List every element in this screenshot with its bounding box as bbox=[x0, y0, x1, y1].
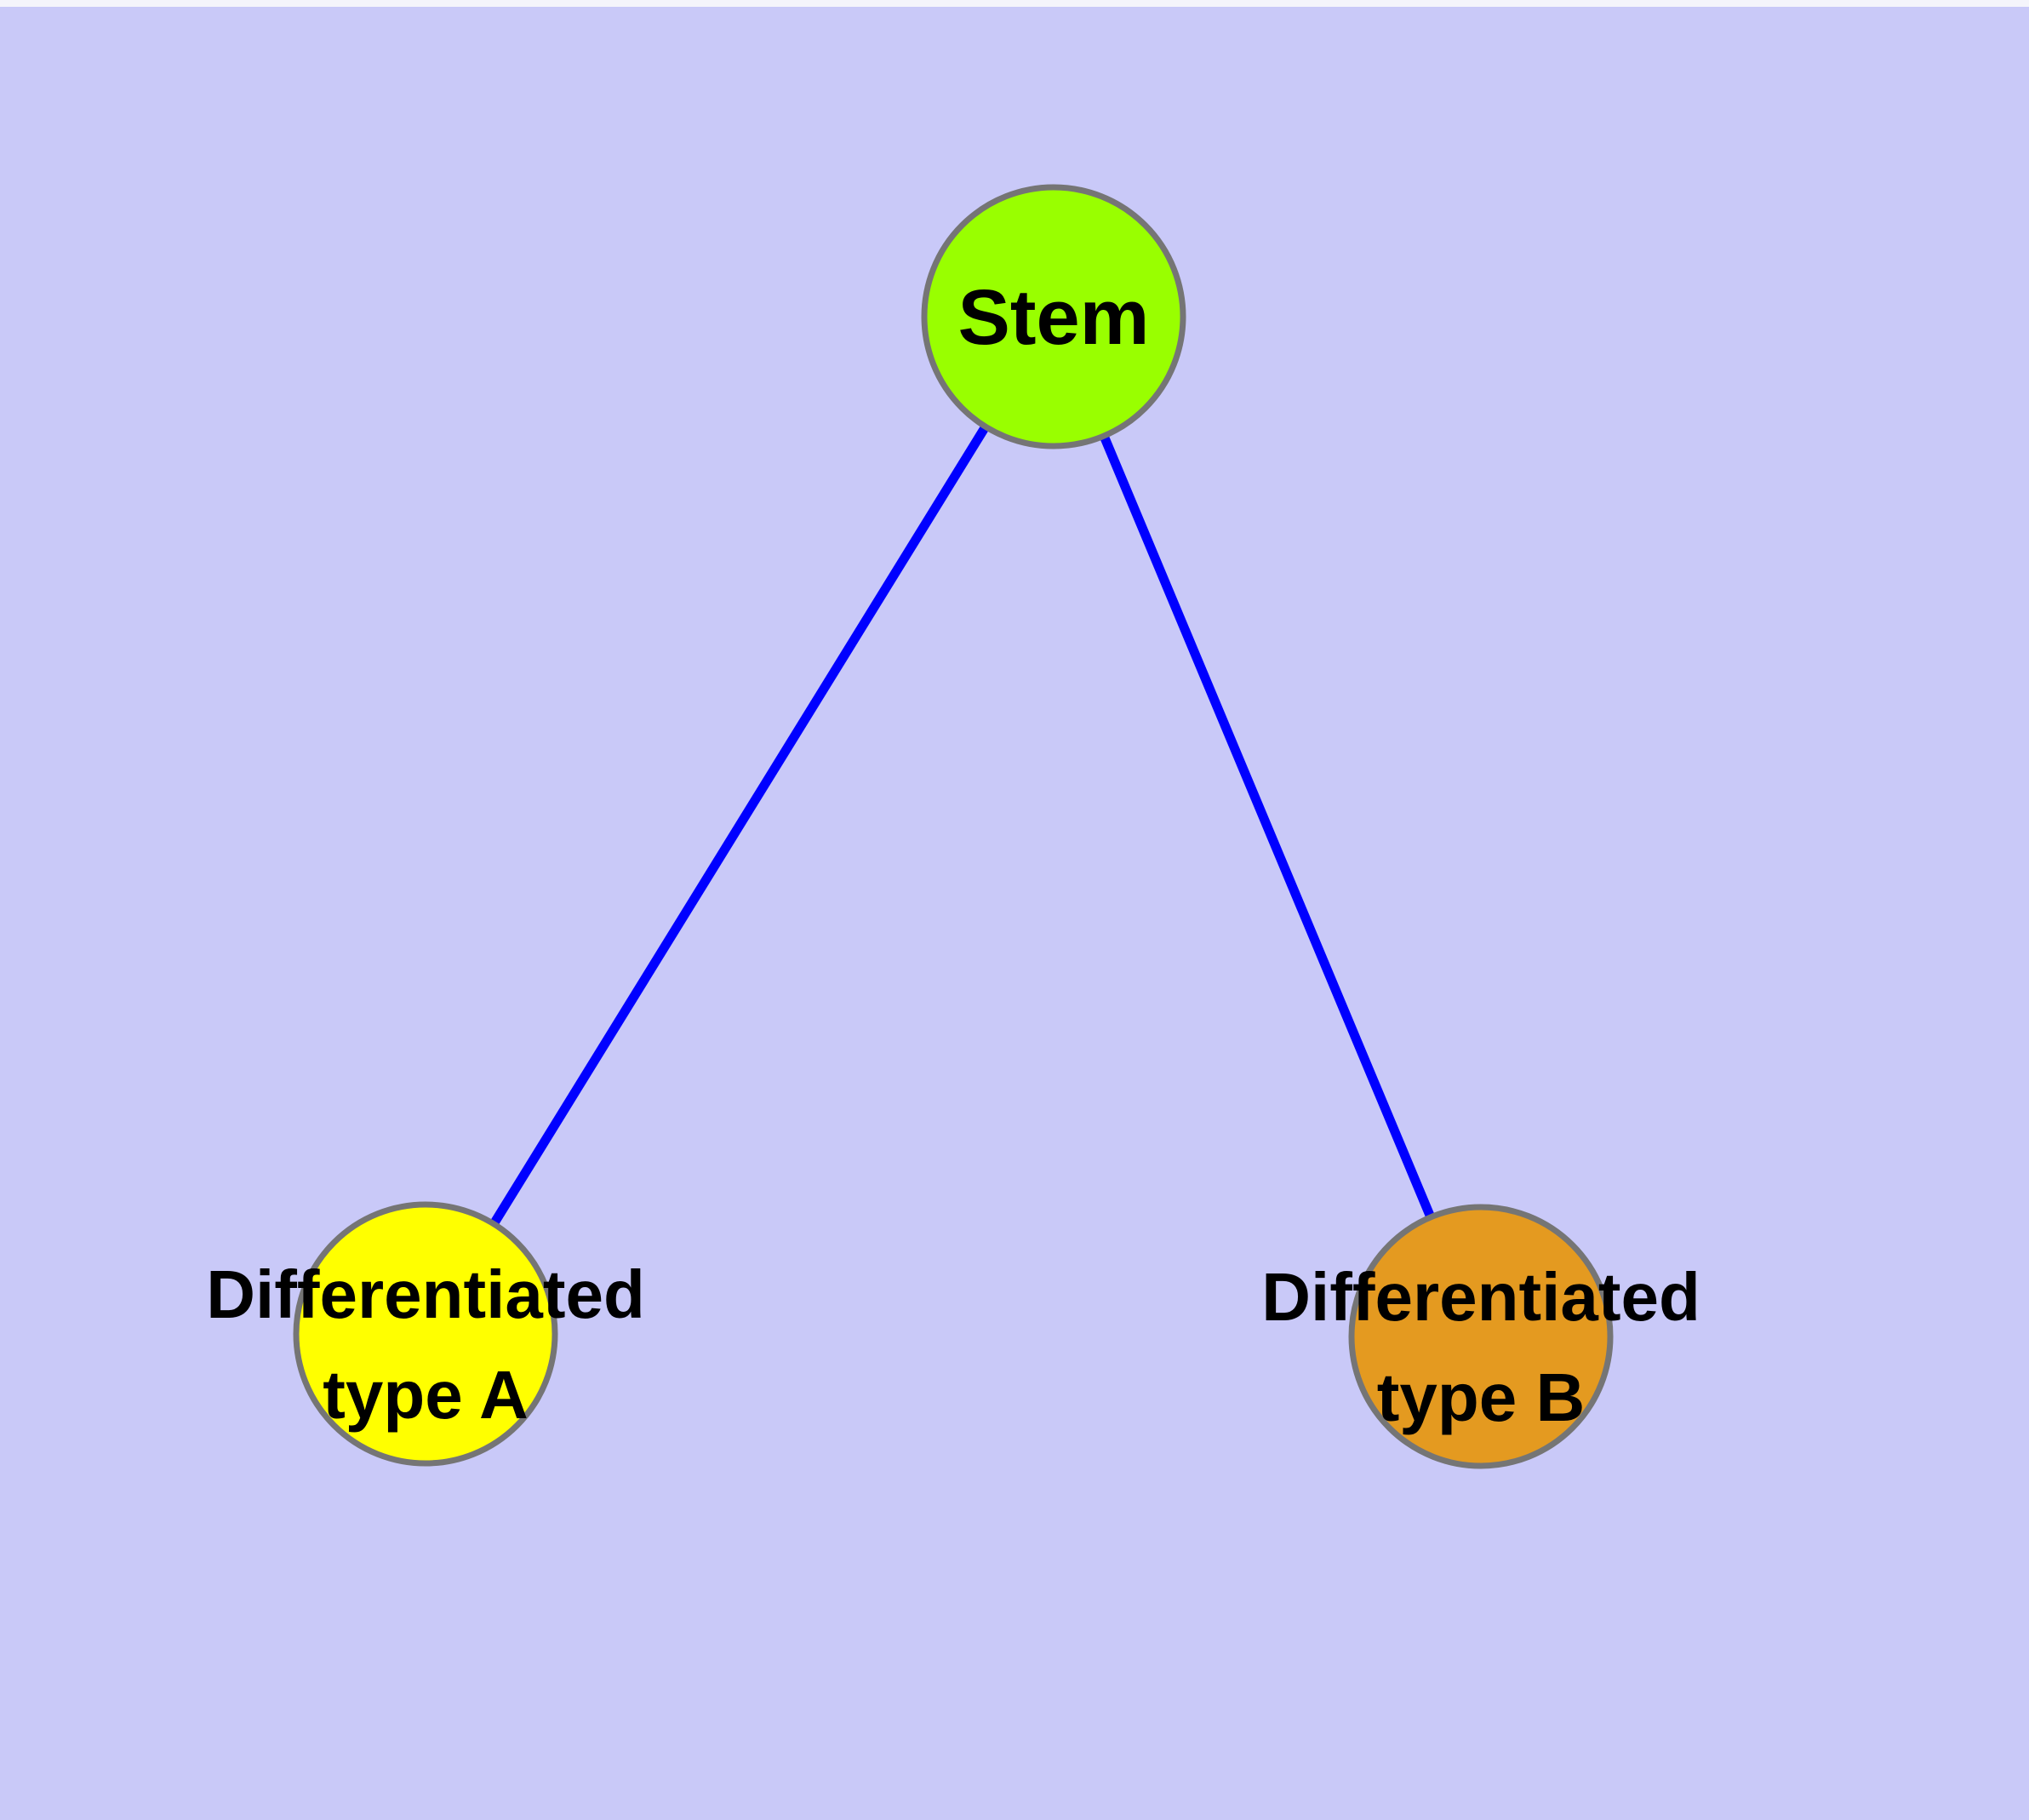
node-differentiated-type-a bbox=[293, 1201, 558, 1467]
top-edge-strip bbox=[0, 0, 2029, 7]
edge-stem-to-type-a bbox=[489, 424, 990, 1227]
node-stem-label: Stem bbox=[958, 274, 1150, 361]
node-type-a-label-line2: type A bbox=[323, 1357, 529, 1433]
node-stem bbox=[921, 184, 1186, 449]
node-type-b-label-line2: type B bbox=[1377, 1359, 1586, 1435]
node-differentiated-type-b bbox=[1348, 1204, 1614, 1469]
node-type-a-label-line1: Differentiated bbox=[206, 1256, 645, 1332]
node-type-b-label-line1: Differentiated bbox=[1261, 1259, 1700, 1335]
edge-stem-to-type-b bbox=[1099, 433, 1436, 1220]
